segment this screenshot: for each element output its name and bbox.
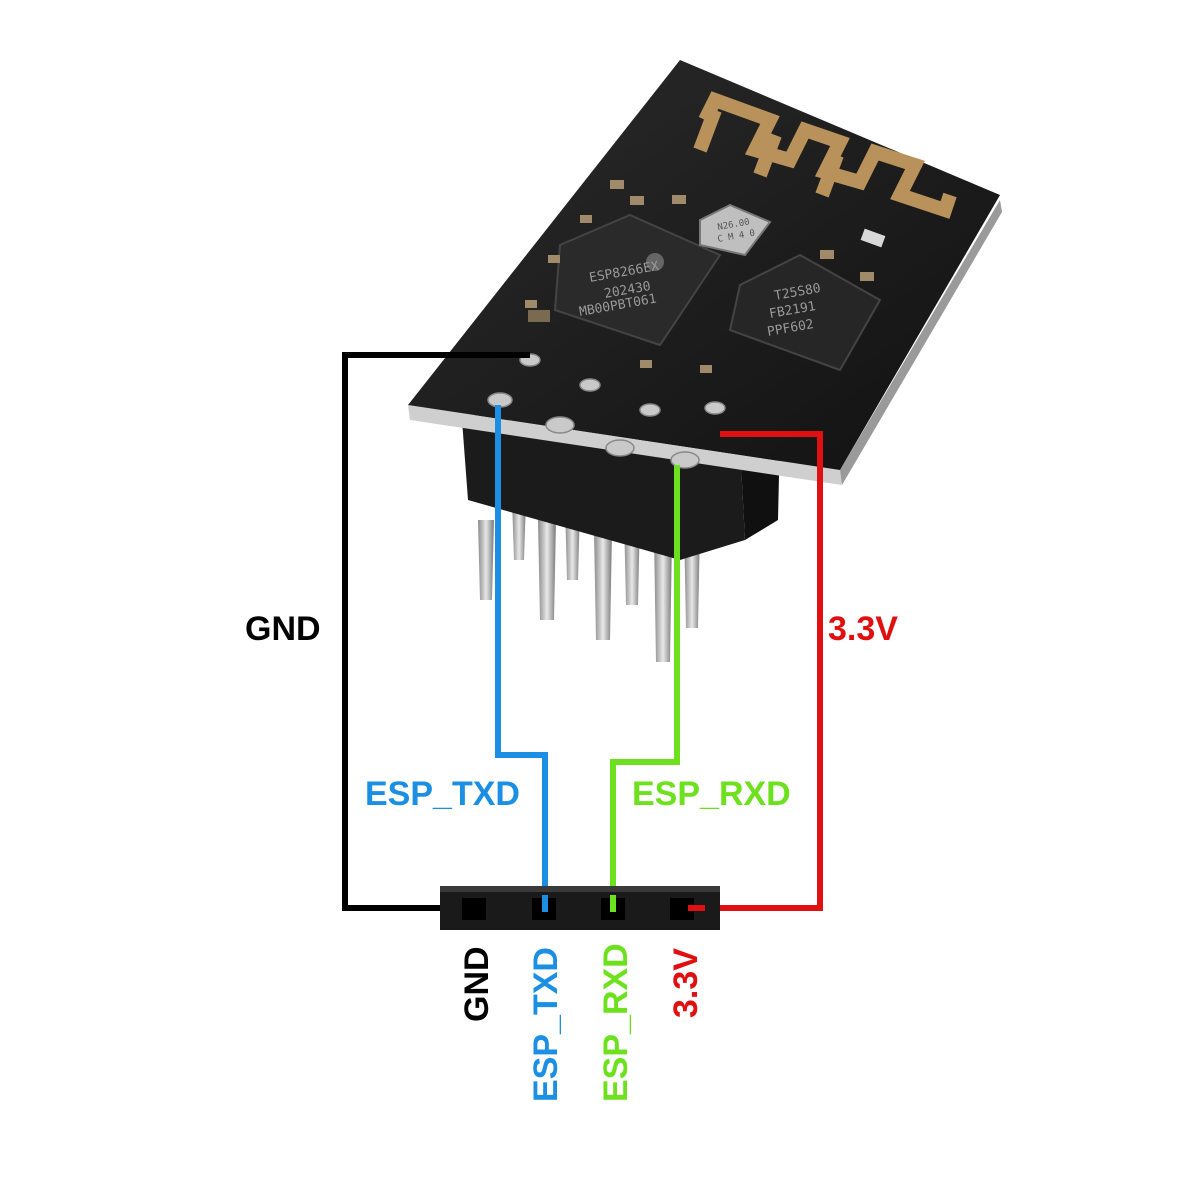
label-gnd: GND [245,610,321,648]
header-pin-gnd [462,898,486,920]
esp8266-chip: ESP8266EX 202430 MB00PBT061 [553,213,722,347]
wire-vcc [688,431,823,911]
solder-joints [487,353,726,469]
flash-chip: T25S80 FB2191 PPF602 [728,253,882,372]
esp01-module: ESP8266EX 202430 MB00PBT061 T25S80 FB219… [408,60,1002,662]
label-rxd: ESP_RXD [632,775,791,813]
pin-label-vcc: 3.3V [667,948,705,1018]
label-txd: ESP_TXD [365,775,520,813]
pin-label-txd: ESP_TXD [527,947,565,1102]
wire-gnd [342,352,530,911]
header-pin-vcc [670,898,694,920]
label-vcc: 3.3V [828,610,898,648]
wire-rxd [610,465,680,908]
pin-label-gnd: GND [458,946,496,1022]
crystal: N26.00 C M 4 0 [699,203,772,257]
smd-components [525,180,874,373]
pin-label-rxd: ESP_RXD [597,943,635,1102]
female-header [440,886,720,930]
status-led [860,228,886,248]
wire-txd [495,405,548,908]
